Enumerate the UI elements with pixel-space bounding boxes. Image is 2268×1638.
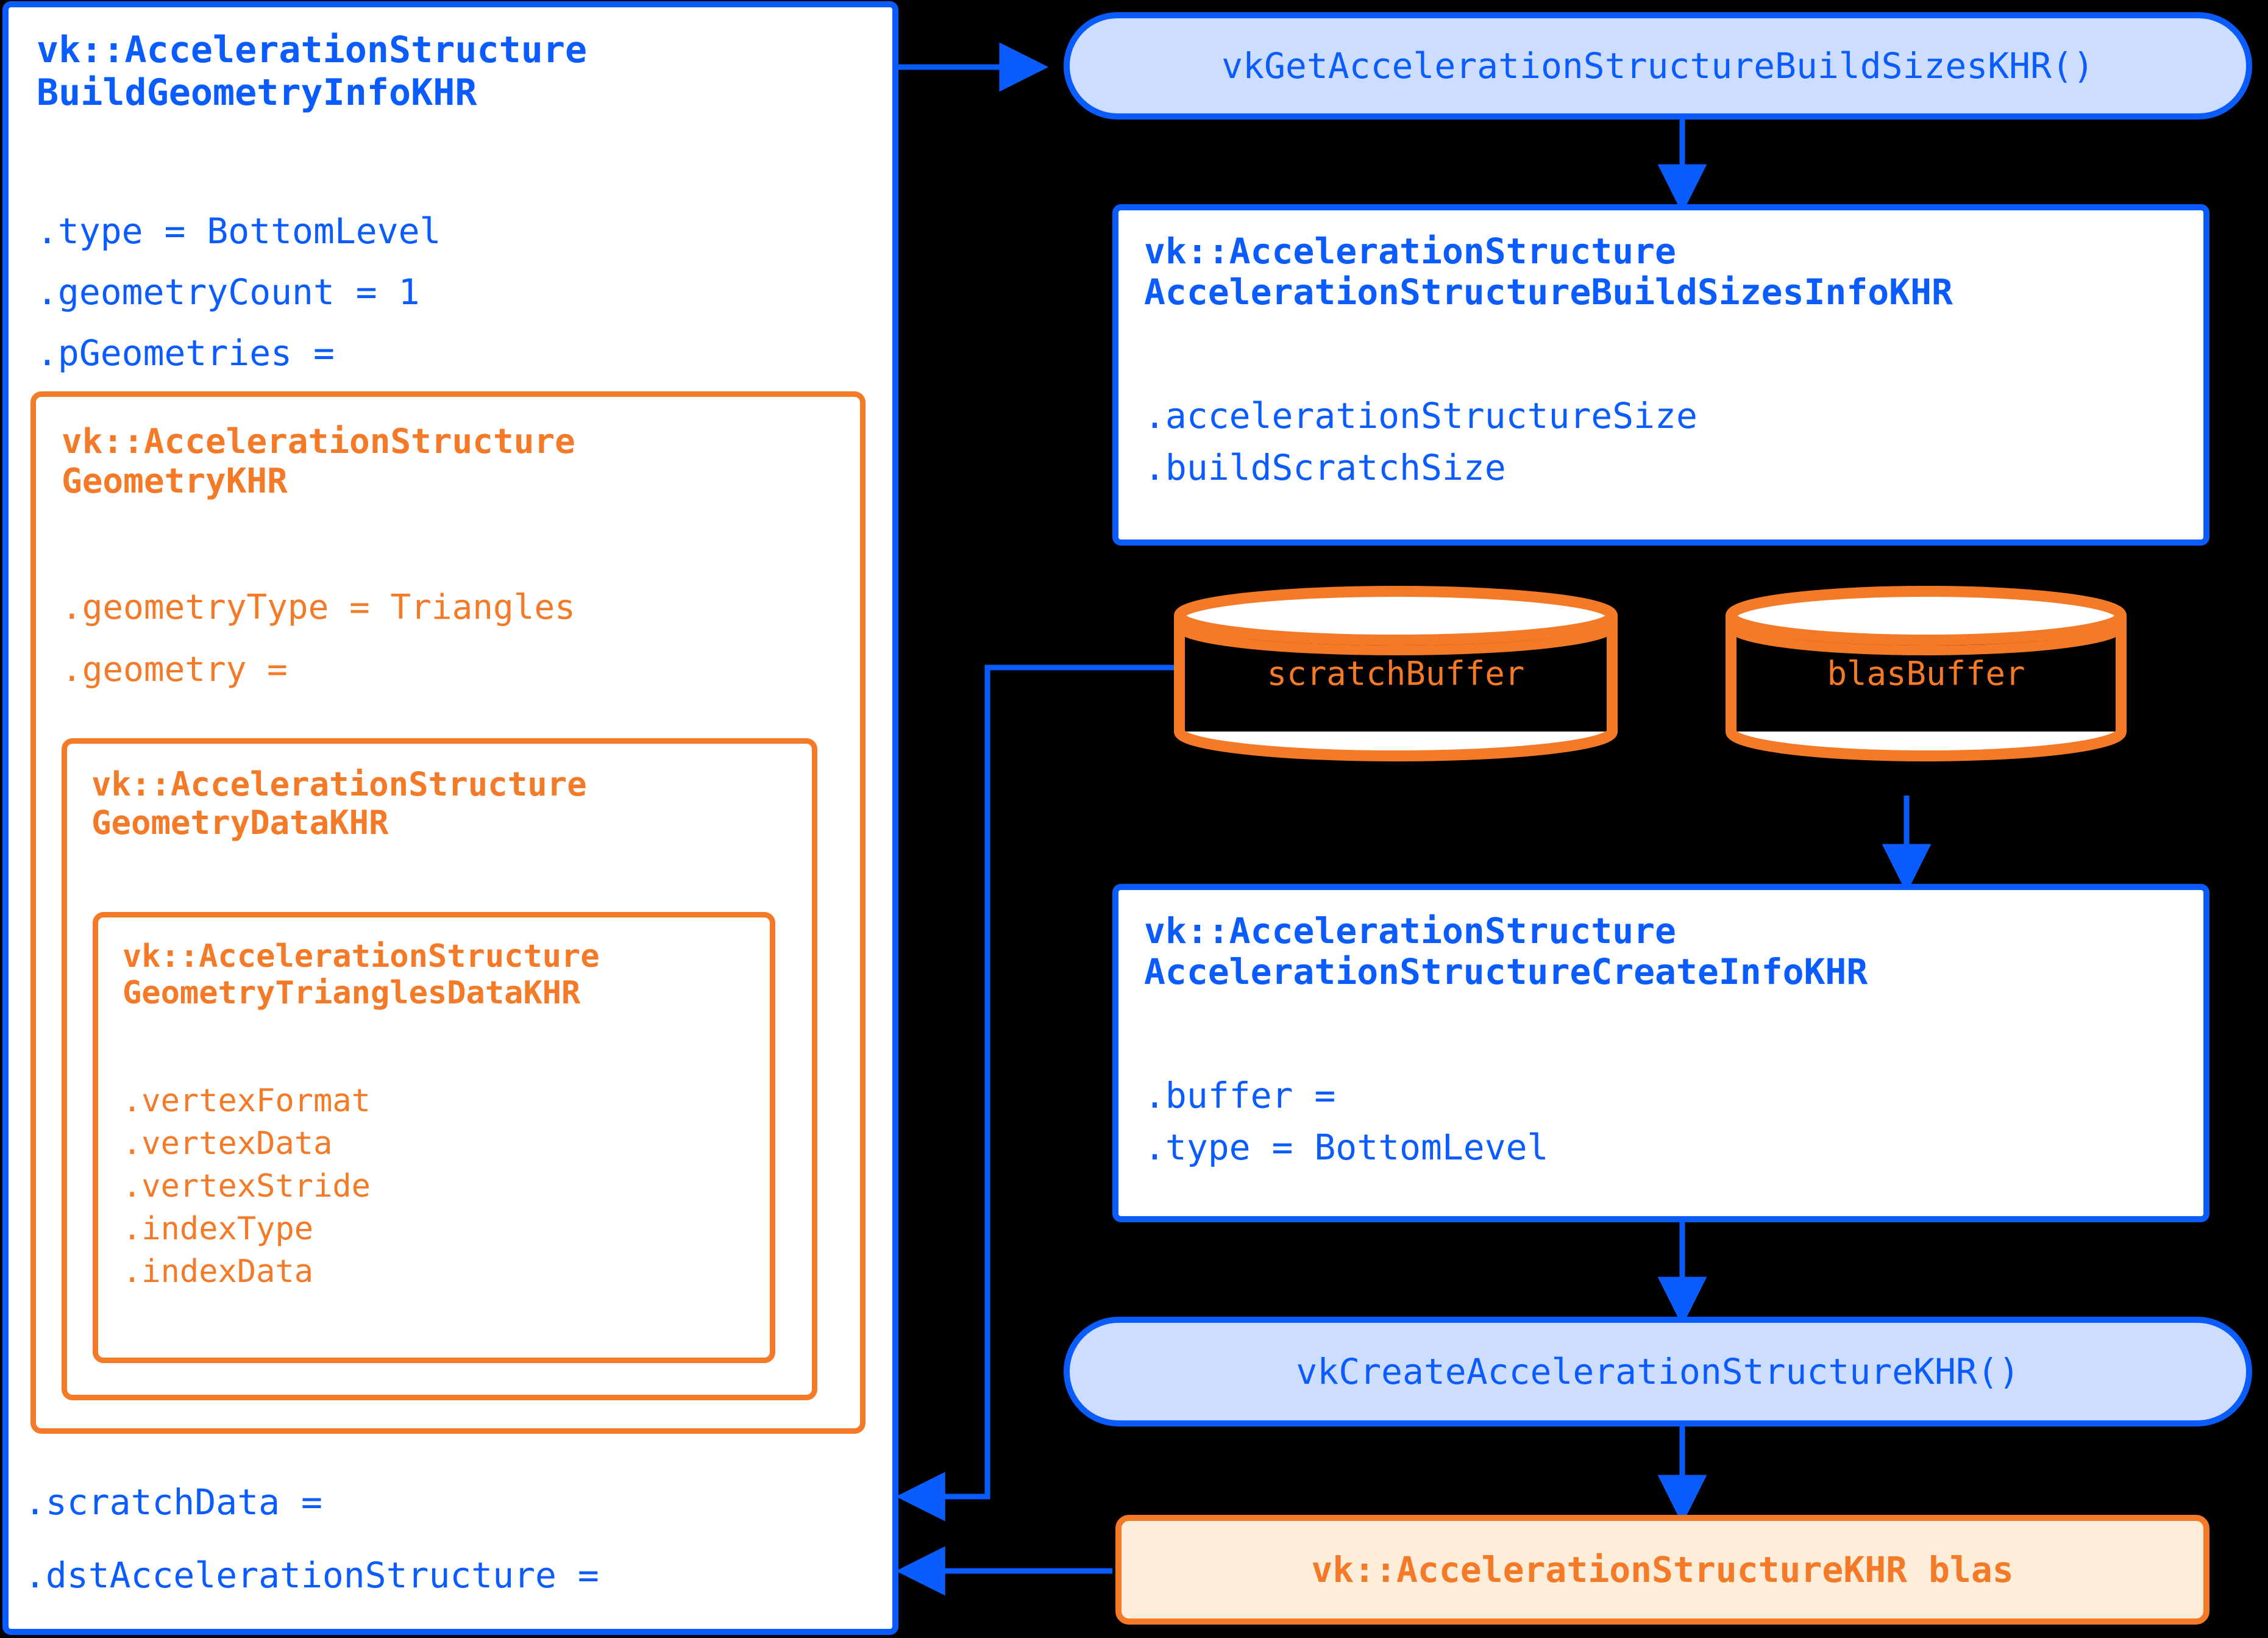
node-vk-get-acceleration-structure-build-sizes-khr[interactable]: vkGetAccelerationStructureBuildSizesKHR(… xyxy=(1064,12,2252,119)
build-geometry-info-field-scratchdata: .scratchData = xyxy=(24,1481,322,1523)
blas-buffer-label: blasBuffer xyxy=(1827,654,2025,693)
cylinder-shape-scratch xyxy=(1174,586,1618,761)
build-sizes-info-field-accelerationstructuresize: .accelerationStructureSize xyxy=(1144,395,1697,436)
cylinder-shape-blas xyxy=(1726,586,2127,761)
build-sizes-info-field-buildscratchsize: .buildScratchSize xyxy=(1144,447,1506,488)
triangles-field-indexdata: .indexData xyxy=(123,1253,314,1290)
build-geometry-info-field-type: .type = BottomLevel xyxy=(37,210,441,252)
triangles-field-indextype: .indexType xyxy=(123,1211,314,1247)
scratch-buffer-label: scratchBuffer xyxy=(1267,654,1525,693)
geometry-khr-field-geometrytype: .geometryType = Triangles xyxy=(62,588,575,627)
build-geometry-info-field-dstaccelerationstructure: .dstAccelerationStructure = xyxy=(24,1554,599,1596)
node-blas-result[interactable]: vk::AccelerationStructureKHR blas xyxy=(1115,1515,2209,1625)
geometry-khr-field-geometry: .geometry = xyxy=(62,650,288,689)
get-build-sizes-label: vkGetAccelerationStructureBuildSizesKHR(… xyxy=(1221,45,2094,87)
create-info-field-buffer: .buffer = xyxy=(1144,1075,1336,1116)
create-info-field-type: .type = BottomLevel xyxy=(1144,1127,1549,1168)
triangles-field-vertexstride: .vertexStride xyxy=(123,1168,371,1205)
node-scratch-buffer[interactable]: scratchBuffer xyxy=(1173,586,1618,761)
build-geometry-info-field-pgeometries: .pGeometries = xyxy=(37,332,335,374)
triangles-field-vertexformat: .vertexFormat xyxy=(123,1083,371,1119)
node-vk-create-acceleration-structure-khr[interactable]: vkCreateAccelerationStructureKHR() xyxy=(1064,1317,2252,1426)
triangles-field-vertexdata: .vertexData xyxy=(123,1125,333,1162)
build-geometry-info-field-geometrycount: .geometryCount = 1 xyxy=(37,271,420,313)
node-blas-buffer[interactable]: blasBuffer xyxy=(1725,586,2127,761)
blas-result-label: vk::AccelerationStructureKHR blas xyxy=(1311,1549,2014,1590)
create-call-label: vkCreateAccelerationStructureKHR() xyxy=(1296,1351,2020,1392)
